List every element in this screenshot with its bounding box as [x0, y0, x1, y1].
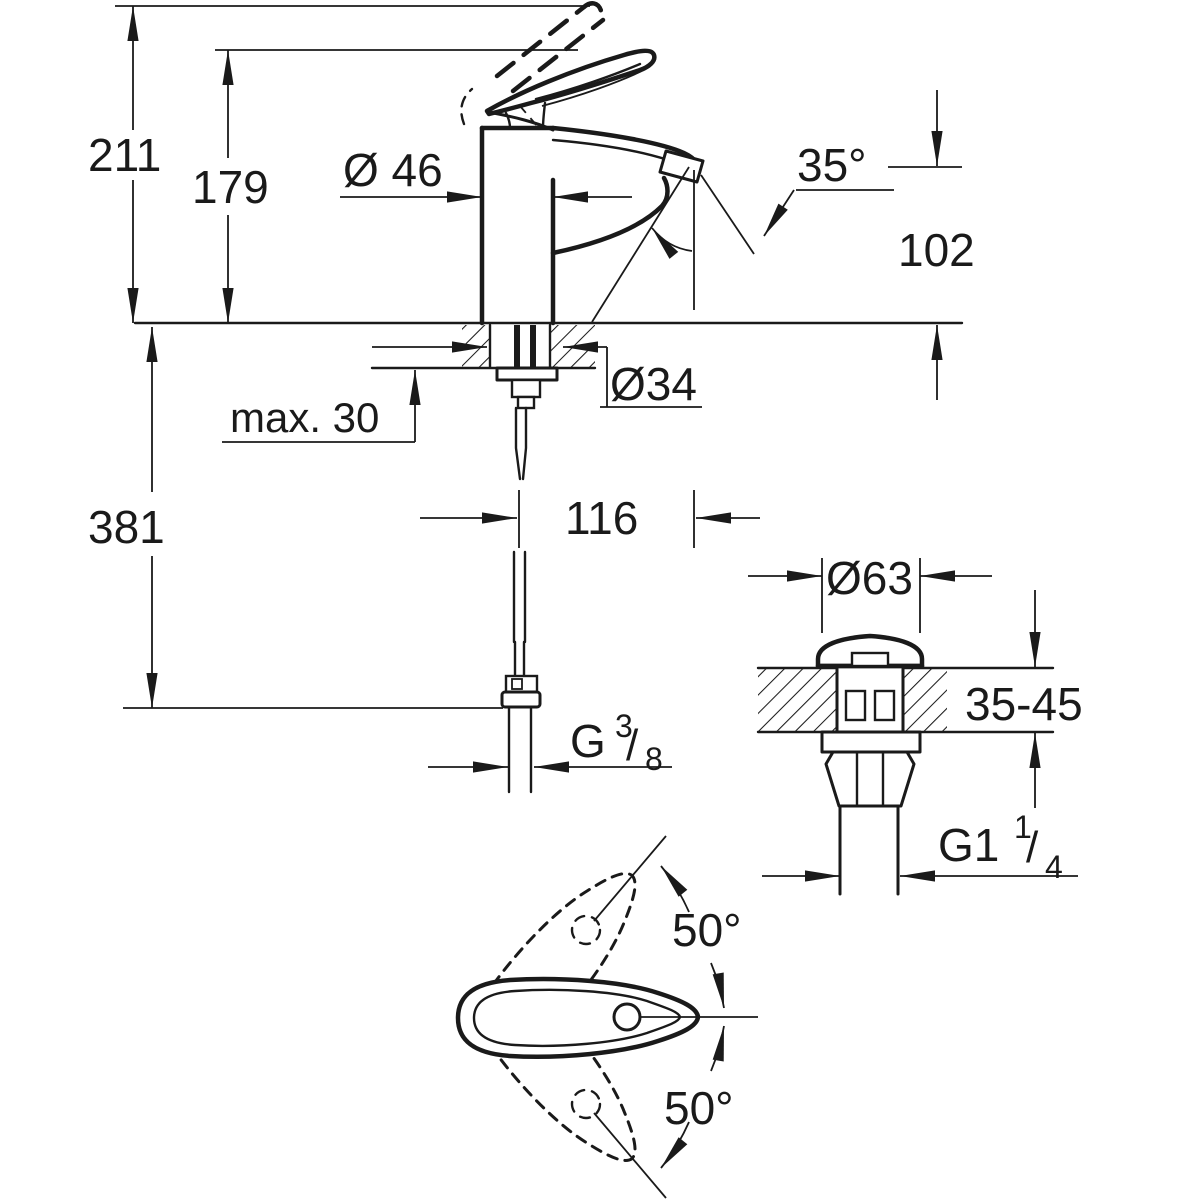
hose-connector-detail: [511, 678, 523, 690]
handle-swing-arc-dashed: [460, 87, 474, 126]
spout-angle-diagonal: [700, 174, 755, 255]
dim-label-swing-upper: 50°: [672, 904, 742, 956]
side-view: 211 179 381 Ø 46 Ø34 max. 30 116 10: [88, 1, 975, 794]
handle-neck-right: [541, 101, 547, 130]
dim-label-deck-thickness: max. 30: [230, 394, 379, 441]
spout-angle-arc: [651, 227, 693, 259]
handle-topview-inner: [472, 988, 682, 1048]
dim-label-body-diameter: Ø 46: [343, 144, 443, 196]
waste-cap-stem: [850, 651, 890, 668]
dim-label-swing-lower: 50°: [664, 1082, 734, 1134]
waste-cap: [815, 633, 925, 669]
spout-angle-leader: [763, 189, 795, 237]
handle-raised-dashed-1: [494, 4, 587, 79]
waste-body-window-right: [873, 689, 896, 722]
handle-neck-left: [504, 111, 512, 130]
dim-label-deck-range: 35-45: [965, 678, 1083, 730]
mounting-washer: [495, 366, 559, 382]
swing-arc-lower-b: [710, 1025, 725, 1072]
waste-hex-nut: [824, 750, 916, 808]
swing-ray-lower: [593, 1112, 667, 1199]
handle-inner-line-2: [541, 68, 647, 107]
handle-swung-down-hole: [570, 1088, 602, 1120]
handle-raised-dashed-2: [510, 17, 606, 94]
deck-hatch-left: [462, 325, 490, 367]
hose-lower-left: [512, 550, 517, 678]
swing-ray-upper: [593, 835, 667, 922]
swing-arc-upper-a: [660, 865, 690, 913]
dim-label-body-height: 179: [192, 161, 269, 213]
waste-body-window-left: [844, 689, 867, 722]
waste-thread-prefix: G1: [938, 819, 999, 871]
hose-lower-right: [522, 550, 527, 678]
supply-thread-slash: /: [626, 721, 639, 770]
dim-label-spout-angle: 35°: [797, 139, 867, 191]
hose-upper-right: [521, 406, 528, 481]
handle-inner-line-1: [534, 62, 642, 101]
handle-outline: [484, 48, 657, 117]
dim-label-total-height: 211: [88, 129, 161, 181]
waste-thread-slash: /: [1026, 823, 1039, 872]
deck-hatch-right: [550, 325, 595, 367]
mounting-nut: [510, 378, 542, 399]
spout-underside: [550, 175, 670, 256]
swing-arc-lower-a: [660, 1121, 690, 1169]
supply-thread-denominator: 8: [645, 741, 663, 777]
waste-flange: [820, 730, 922, 754]
dim-label-outlet-height: 102: [898, 224, 975, 276]
hose-connector-flange: [500, 690, 542, 709]
dim-label-hose-offset: 116: [565, 492, 638, 544]
hose-upper-left: [514, 406, 522, 481]
waste-deck-hatch-right: [903, 669, 947, 731]
spout-angle-stream-line: [591, 166, 690, 323]
handle-raised-dashed-tip: [581, 1, 605, 19]
dim-d34-leader: [600, 347, 702, 408]
dim-label-below-deck: 381: [88, 501, 165, 553]
dim-label-flange-diameter: Ø63: [826, 552, 913, 604]
mounting-nut-step: [516, 395, 536, 410]
waste-thread-denominator: 4: [1045, 849, 1063, 885]
handle-swung-up-hole: [570, 914, 602, 946]
handle-hidden-edge: [519, 105, 539, 128]
supply-thread-prefix: G: [570, 715, 606, 767]
swing-arc-upper-b: [710, 962, 725, 1009]
waste-thread-numerator: 1: [1014, 809, 1032, 845]
supply-thread-numerator: 3: [615, 708, 633, 744]
waste-deck-hatch-left: [758, 669, 837, 731]
spout-top-inner-line: [551, 138, 670, 162]
dim-label-hole-diameter: Ø34: [610, 358, 697, 410]
aerator: [658, 149, 705, 184]
waste-view: Ø63 35-45 G1 1 / 4: [748, 552, 1083, 896]
top-view: 50° 50°: [455, 835, 758, 1199]
